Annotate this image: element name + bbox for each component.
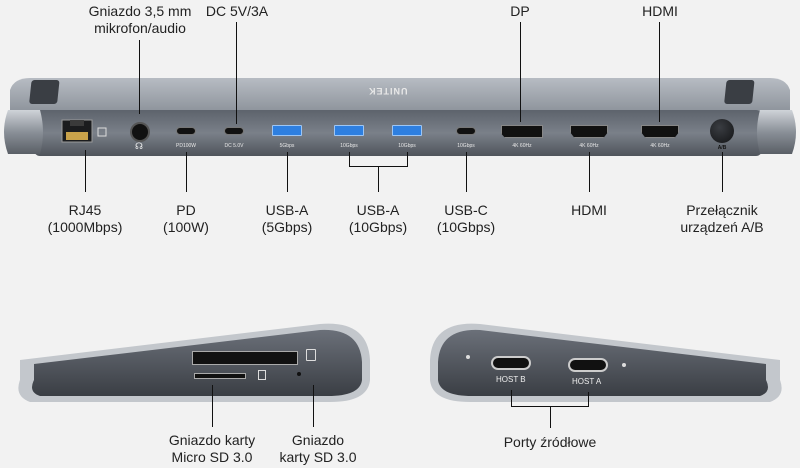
micro-sd-slot[interactable] xyxy=(194,373,246,379)
dock-right-side-illustration xyxy=(430,323,782,402)
switch-caption: A/B xyxy=(717,145,727,151)
led-right xyxy=(622,363,626,367)
callout-micro-sd xyxy=(212,385,213,427)
label-dp: DP xyxy=(510,3,530,19)
usb-c-pd-port[interactable] xyxy=(176,127,196,135)
callout-hdmi-bottom xyxy=(589,152,590,192)
host-a-label: HOST A xyxy=(572,377,602,386)
status-led xyxy=(297,372,301,376)
label-audio-jack: Gniazdo 3,5 mm mikrofon/audio xyxy=(88,3,192,36)
label-dc: DC 5V/3A xyxy=(205,3,269,19)
dp-caption: 4K 60Hz xyxy=(512,143,532,149)
label-usba10: USB-A (10Gbps) xyxy=(348,202,408,235)
callout-host-b xyxy=(511,390,512,406)
callout-pd xyxy=(186,152,187,192)
ab-switch-button[interactable] xyxy=(710,119,734,143)
callout-sd xyxy=(313,385,314,427)
callout-dc xyxy=(236,22,237,124)
label-usba5: USB-A (5Gbps) xyxy=(261,202,313,235)
callout-usba5 xyxy=(287,152,288,192)
label-hdmi-top: HDMI xyxy=(642,3,678,19)
usbc-caption: 10Gbps xyxy=(457,143,475,149)
usb-c-dc-port[interactable] xyxy=(224,127,244,135)
usba10-1-caption: 10Gbps xyxy=(340,143,358,149)
dc-port-caption: DC 5.0V xyxy=(224,143,244,149)
usb-a-5gbps-port[interactable] xyxy=(272,125,302,136)
brand-logo: UNITEK xyxy=(368,86,408,96)
callout-host xyxy=(550,406,551,428)
callout-switch xyxy=(722,152,723,192)
host-b-port[interactable] xyxy=(491,356,531,370)
label-switch: Przełącznik urządzeń A/B xyxy=(680,202,764,235)
label-micro-sd: Gniazdo karty Micro SD 3.0 xyxy=(168,432,256,465)
displayport-port[interactable] xyxy=(501,125,543,138)
label-sd: Gniazdo karty SD 3.0 xyxy=(279,432,357,465)
label-hdmi-bottom: HDMI xyxy=(571,202,607,218)
label-pd: PD (100W) xyxy=(163,202,209,235)
callout-usba10-1 xyxy=(349,152,350,166)
callout-audio xyxy=(139,40,140,114)
label-rj45: RJ45 (1000Mbps) xyxy=(47,202,123,235)
pd-port-caption: PD100W xyxy=(175,143,197,149)
usba5-caption: 5Gbps xyxy=(279,143,295,149)
headset-icon: ☊ xyxy=(135,141,143,151)
label-source-ports: Porty źródłowe xyxy=(503,434,597,450)
hdmi2-caption: 4K 60Hz xyxy=(650,143,670,149)
callout-usbc xyxy=(466,152,467,192)
audio-jack[interactable] xyxy=(130,122,150,142)
host-a-port[interactable] xyxy=(568,358,608,372)
rj45-port[interactable] xyxy=(60,118,108,148)
usb-a-10gbps-port-2[interactable] xyxy=(392,125,422,136)
callout-hdmi-top xyxy=(659,22,660,122)
host-b-label: HOST B xyxy=(496,375,526,384)
callout-usba10 xyxy=(378,166,379,192)
sd-card-slot[interactable] xyxy=(192,351,298,365)
usba10-2-caption: 10Gbps xyxy=(398,143,416,149)
callout-rj45 xyxy=(85,150,86,192)
hdmi-port-1[interactable] xyxy=(570,125,608,138)
sd-card-icon xyxy=(306,349,316,361)
hdmi1-caption: 4K 60Hz xyxy=(579,143,599,149)
callout-dp xyxy=(520,22,521,122)
callout-host-a xyxy=(588,392,589,406)
label-usbc: USB-C (10Gbps) xyxy=(436,202,496,235)
led-left xyxy=(466,355,470,359)
callout-usba10-2 xyxy=(407,152,408,166)
usb-c-10gbps-port[interactable] xyxy=(456,127,476,135)
micro-sd-icon xyxy=(258,370,266,380)
hdmi-port-2[interactable] xyxy=(641,125,679,138)
usb-a-10gbps-port-1[interactable] xyxy=(334,125,364,136)
